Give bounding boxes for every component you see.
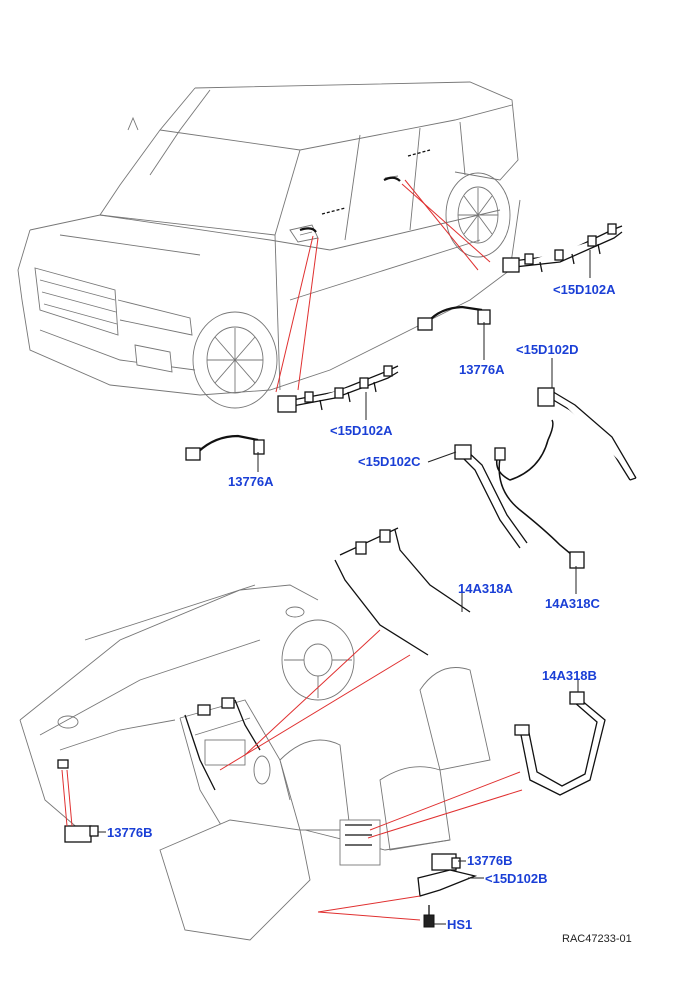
callout-13776B-left: 13776B (107, 825, 153, 840)
cable-13776A-upper (417, 305, 491, 331)
harness-14A318C (494, 419, 585, 569)
cable-13776A-lower (185, 434, 265, 461)
callout-15D102A-upper: <15D102A (553, 282, 616, 297)
callout-14A318B: 14A318B (542, 668, 597, 683)
module-13776B-right (431, 853, 461, 871)
callout-13776B-right: 13776B (467, 853, 513, 868)
callout-14A318C: 14A318C (545, 596, 600, 611)
diagram-reference-code: RAC47233-01 (562, 933, 632, 945)
harness-14A318A (334, 527, 471, 656)
callout-13776A-upper: 13776A (459, 362, 505, 377)
harness-15D102D (537, 387, 637, 481)
callout-15D102C: <15D102C (358, 454, 421, 469)
console-harness-installed (184, 697, 261, 791)
harness-15D102A-lower (277, 365, 399, 413)
vehicle-exterior-outline (17, 81, 521, 409)
callout-14A318A: 14A318A (458, 581, 513, 596)
harness-15D102A-upper (502, 223, 623, 273)
module-13776B-left (57, 759, 99, 843)
bracket-15D102B (417, 869, 478, 897)
callout-15D102A-lower: <15D102A (330, 423, 393, 438)
harness-14A318B (514, 691, 606, 796)
callout-leaders (98, 250, 591, 925)
callout-13776A-lower: 13776A (228, 474, 274, 489)
harness-15D102C (454, 444, 528, 549)
callout-15D102B: <15D102B (485, 871, 548, 886)
location-lines (61, 179, 523, 921)
screw-HS1 (423, 905, 435, 928)
seat-module-installed (339, 819, 381, 866)
airbag-location-markers (299, 149, 431, 233)
callout-HS1: HS1 (447, 917, 473, 932)
callout-15D102D: <15D102D (516, 342, 579, 357)
